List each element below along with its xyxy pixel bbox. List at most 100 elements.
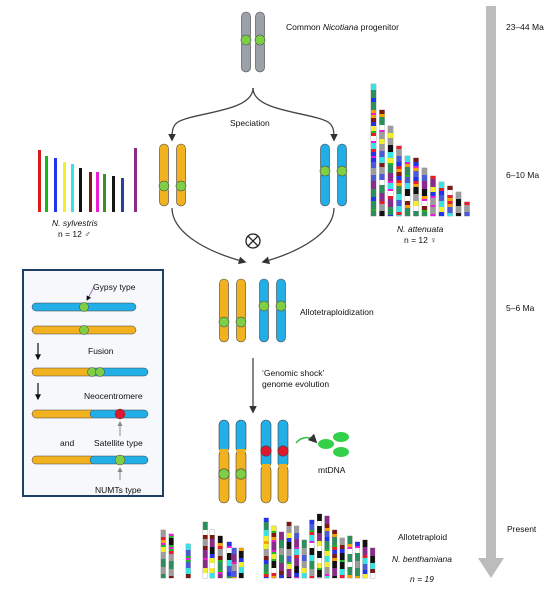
sylvestris-chromosome-bar (89, 172, 92, 212)
sylvestris-chromosome-bar (38, 150, 41, 212)
sylvestris-chromosome-bar (54, 158, 57, 212)
mtdna-label: mtDNA (318, 465, 346, 475)
attenuata-name: N. attenuata (397, 224, 444, 234)
benthamiana-chromosome-bar (355, 541, 360, 579)
benthamiana-chromosome-bar (324, 515, 330, 579)
attenuata-chromosome-number: n = 12 ♀ (404, 235, 437, 245)
attenuata-chromosome-bar (396, 145, 402, 217)
attenuata-chromosome (319, 143, 331, 207)
timeline-label-present: Present (507, 524, 537, 534)
benthamiana-chromosome-bar (301, 539, 307, 579)
progenitor-chromosome (254, 11, 266, 73)
attenuata-chromosome-bar (430, 175, 436, 217)
allo-orange-chromosome (218, 278, 230, 343)
attenuata-chromosome-bar (413, 157, 419, 217)
benthamiana-chromosome-bar (347, 535, 353, 579)
benthamiana-chromosome-bar (279, 531, 284, 579)
inset-gypsy-label: Gypsy type (93, 282, 136, 292)
benthamiana-chromosome-bar (226, 541, 232, 579)
sylvestris-karyotype-bars (38, 148, 137, 212)
evolved-chromosomes (218, 419, 289, 504)
allotetraploid-label: Allotetraploid (398, 532, 448, 542)
genomic-shock-label: ‘Genomic shock’ genome evolution (262, 368, 330, 389)
benthamiana-chromosome-bar (217, 535, 223, 579)
centromere (218, 316, 230, 328)
centromere (114, 454, 126, 466)
benthamiana-chromosome-bar (317, 513, 322, 579)
sylvestris-chromosomes (158, 143, 187, 207)
allo-blue-chromosome (275, 278, 287, 343)
sylvestris-chromosome-bar (96, 172, 99, 212)
evolved-chromosome (260, 419, 272, 504)
centromere (158, 180, 170, 192)
attenuata-chromosome-bar (370, 83, 377, 217)
centromere (258, 300, 270, 312)
centromere (79, 302, 89, 312)
centromere (235, 468, 247, 480)
timeline-label-23-44: 23–44 Ma (506, 22, 544, 32)
attenuata-chromosome-bar (464, 201, 470, 217)
cross-symbol-icon (245, 233, 261, 249)
benthamiana-chromosome-bar (238, 547, 244, 579)
inset-fusion-label: Fusion (88, 346, 114, 356)
centromere (235, 316, 247, 328)
timeline-label-6-10: 6–10 Ma (506, 170, 540, 180)
gypsy-pointer (86, 286, 95, 301)
inset-neocentromere-label: Neocentromere (84, 391, 143, 401)
benthamiana-chromosome-bar (294, 525, 300, 579)
benthamiana-chromosome-bar (339, 537, 345, 579)
centromere-evolution-inset (22, 269, 164, 497)
benthamiana-karyotype-bars (160, 513, 376, 579)
benthamiana-chromosome-bar (271, 525, 277, 579)
benthamiana-chromosome-bar (309, 519, 315, 579)
mtdna-graphic (295, 432, 349, 457)
allo-orange-chromosome (235, 278, 247, 343)
centromere (114, 408, 126, 420)
centromere (175, 180, 187, 192)
benthamiana-chromosome-bar (209, 529, 215, 579)
centromere (260, 445, 272, 457)
attenuata-chromosome (336, 143, 348, 207)
sylvestris-chromosome-bar (112, 176, 115, 212)
progenitor-chromosome (240, 11, 252, 73)
benthamiana-chromosome-bar (286, 521, 292, 579)
benthamiana-name: N. benthamiana (392, 554, 453, 564)
attenuata-chromosome-bar (447, 185, 453, 217)
allo-blue-chromosome (258, 278, 270, 343)
sylvestris-chromosome-number: n = 12 ♂ (58, 229, 91, 239)
centromere (240, 34, 252, 46)
attenuata-chromosome-bar (455, 191, 462, 217)
centromere (87, 367, 97, 377)
sylvestris-chromosome-bar (71, 164, 74, 212)
centromere (254, 34, 266, 46)
benthamiana-chromosome-bar (231, 547, 237, 579)
evolved-chromosome (235, 419, 247, 504)
sylvestris-chromosome-bar (121, 178, 124, 212)
attenuata-chromosome-bar (438, 181, 445, 217)
attenuata-chromosome-bar (404, 155, 411, 217)
inset-graphic (31, 286, 149, 480)
speciation-label: Speciation (230, 118, 270, 128)
sylvestris-chromosome-bar (103, 174, 106, 212)
sylvestris-name: N. sylvestris (52, 218, 98, 228)
sylvestris-chromosome (175, 143, 187, 207)
sylvestris-chromosome-bar (79, 168, 82, 212)
progenitor-chromosomes (240, 11, 266, 73)
centromere (218, 468, 230, 480)
benthamiana-chromosome-bar (370, 547, 376, 579)
attenuata-chromosomes (319, 143, 348, 207)
benthamiana-chromosome-bar (263, 517, 269, 579)
speciation-arrows (168, 87, 338, 142)
sylvestris-chromosome-bar (134, 148, 137, 212)
attenuata-chromosome-bar (421, 167, 428, 217)
centromere (319, 165, 331, 177)
benthamiana-chromosome-bar (332, 529, 338, 579)
benthamiana-chromosome-bar (160, 529, 166, 579)
sylvestris-chromosome (158, 143, 170, 207)
sylvestris-chromosome-bar (63, 162, 66, 212)
benthamiana-chromosome-bar (168, 533, 174, 579)
allotetraploidization-label: Allotetraploidization (300, 307, 374, 317)
centromere (336, 165, 348, 177)
